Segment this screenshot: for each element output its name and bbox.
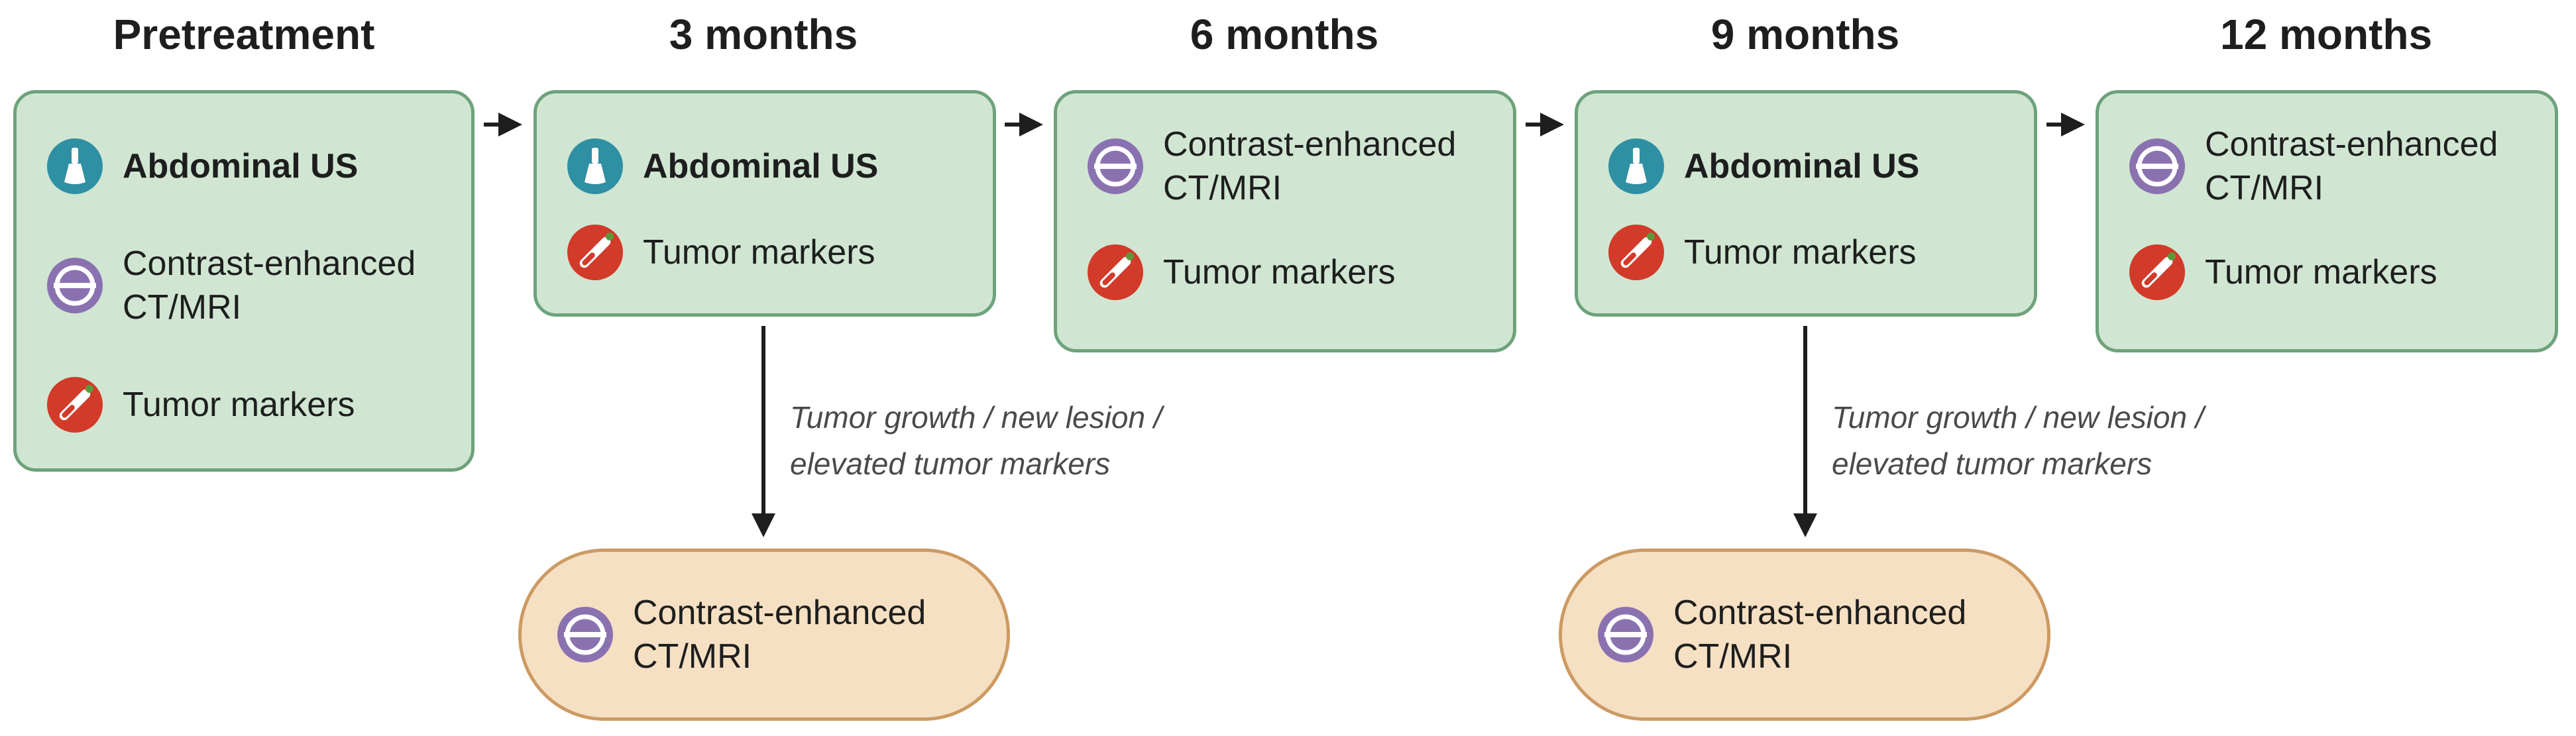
list-item: Contrast-enhanced CT/MRI [556,558,926,711]
list-item: Abdominal US [46,113,358,219]
item-label: Tumor markers [123,386,355,424]
list-item: Abdominal US [566,113,878,219]
list-item: Tumor markers [1607,199,1917,305]
test-tube-icon [567,225,623,280]
item-label: Tumor markers [1163,253,1396,291]
list-item: Contrast-enhanced CT/MRI [1086,113,1456,219]
item-label: Abdominal US [1684,147,1920,185]
ultrasound-probe-icon [567,138,623,194]
item-label: Abdominal US [123,147,359,185]
item-label: Contrast-enhanced CT/MRI [1673,594,1967,676]
stage-title-3-months: 3 months [669,11,858,58]
test-tube-icon [1608,225,1664,280]
stage-title-6-months: 6 months [1190,11,1379,58]
item-label: Contrast-enhanced CT/MRI [2205,125,2498,207]
list-item: Contrast-enhanced CT/MRI [1596,558,1966,711]
list-item: Contrast-enhanced CT/MRI [46,233,416,339]
ct-scanner-icon [1598,607,1653,662]
stage-box-6-months: Contrast-enhanced CT/MRI Tumor markers [1054,90,1516,352]
stage-title-12-months: 12 months [2219,11,2433,58]
stage-title-pretreatment: Pretreatment [113,11,375,58]
stage-box-pretreatment: Abdominal US Contrast-enhanced CT/MRI Tumo… [13,90,475,472]
test-tube-icon [2129,244,2185,300]
stage-box-3-months: Abdominal US Tumor markers [533,90,996,317]
stage-title-9-months: 9 months [1710,11,1900,58]
list-item: Abdominal US [1607,113,1919,219]
result-oval-3-months: Contrast-enhanced CT/MRI [518,549,1010,721]
ultrasound-probe-icon [47,138,103,194]
item-label: Contrast-enhanced CT/MRI [633,594,926,676]
ct-scanner-icon [1088,138,1143,194]
item-label: Contrast-enhanced CT/MRI [123,244,416,327]
item-label: Tumor markers [643,233,875,272]
result-oval-9-months: Contrast-enhanced CT/MRI [1559,549,2050,721]
test-tube-icon [1088,244,1143,300]
item-label: Tumor markers [1684,233,1917,272]
item-label: Abdominal US [643,147,879,185]
ct-scanner-icon [557,607,613,662]
ct-scanner-icon [2129,138,2185,194]
branch-condition-9-months: Tumor growth / new lesion / elevated tum… [1832,400,2204,481]
list-item: Tumor markers [2128,219,2437,325]
list-item: Tumor markers [46,352,355,458]
list-item: Tumor markers [1086,219,1396,325]
item-label: Tumor markers [2205,253,2437,291]
stage-box-12-months: Contrast-enhanced CT/MRI Tumor markers [2096,90,2558,352]
list-item: Contrast-enhanced CT/MRI [2128,113,2498,219]
branch-condition-3-months: Tumor growth / new lesion / elevated tum… [790,400,1162,481]
test-tube-icon [47,377,103,433]
ultrasound-probe-icon [1608,138,1664,194]
stage-box-9-months: Abdominal US Tumor markers [1575,90,2037,317]
ct-scanner-icon [47,258,103,313]
item-label: Contrast-enhanced CT/MRI [1163,125,1457,207]
list-item: Tumor markers [566,199,875,305]
